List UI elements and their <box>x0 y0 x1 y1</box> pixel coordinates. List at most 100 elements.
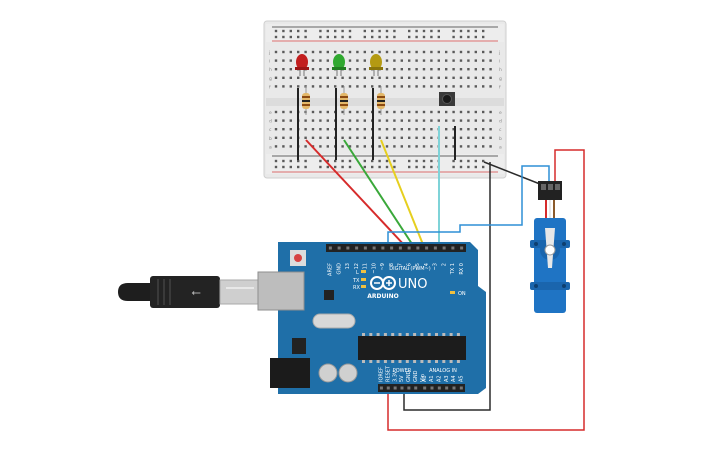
rail-hole[interactable] <box>297 165 300 169</box>
terminal-hole[interactable] <box>408 50 411 54</box>
terminal-hole[interactable] <box>385 85 389 88</box>
terminal-hole[interactable] <box>400 76 403 79</box>
terminal-hole[interactable] <box>385 50 389 54</box>
terminal-hole[interactable] <box>437 110 440 114</box>
rail-hole[interactable] <box>363 165 366 169</box>
terminal-hole[interactable] <box>282 136 285 139</box>
terminal-hole[interactable] <box>489 119 492 122</box>
rail-hole[interactable] <box>282 29 285 33</box>
terminal-hole[interactable] <box>489 76 492 79</box>
rail-hole[interactable] <box>385 29 389 33</box>
analog-pin[interactable] <box>430 386 434 390</box>
terminal-hole[interactable] <box>408 68 411 71</box>
digital-pin[interactable] <box>390 246 394 250</box>
rail-hole[interactable] <box>274 165 278 169</box>
terminal-hole[interactable] <box>489 128 492 131</box>
rail-hole[interactable] <box>319 35 322 39</box>
rail-hole[interactable] <box>282 165 285 169</box>
rail-hole[interactable] <box>371 29 374 33</box>
terminal-hole[interactable] <box>371 76 374 79</box>
terminal-hole[interactable] <box>341 76 344 79</box>
terminal-hole[interactable] <box>341 128 344 131</box>
rail-hole[interactable] <box>363 159 366 163</box>
terminal-hole[interactable] <box>311 59 315 62</box>
terminal-hole[interactable] <box>489 145 492 148</box>
terminal-hole[interactable] <box>326 145 329 148</box>
terminal-hole[interactable] <box>445 85 448 88</box>
wire-green-led[interactable] <box>343 139 415 248</box>
terminal-hole[interactable] <box>430 59 433 62</box>
rail-hole[interactable] <box>482 35 485 39</box>
terminal-hole[interactable] <box>467 68 470 71</box>
rail-hole[interactable] <box>467 29 470 33</box>
terminal-hole[interactable] <box>474 59 477 62</box>
rail-hole[interactable] <box>274 35 278 39</box>
terminal-hole[interactable] <box>289 50 292 54</box>
rail-hole[interactable] <box>415 29 418 33</box>
terminal-hole[interactable] <box>467 50 470 54</box>
rail-hole[interactable] <box>274 159 278 163</box>
power-pin[interactable] <box>393 386 397 390</box>
rail-hole[interactable] <box>319 29 322 33</box>
terminal-hole[interactable] <box>311 110 315 114</box>
terminal-hole[interactable] <box>363 110 366 114</box>
rail-hole[interactable] <box>334 159 337 163</box>
terminal-hole[interactable] <box>326 50 329 54</box>
terminal-hole[interactable] <box>467 76 470 79</box>
terminal-hole[interactable] <box>356 68 359 71</box>
rail-hole[interactable] <box>304 159 307 163</box>
terminal-hole[interactable] <box>415 76 418 79</box>
rail-hole[interactable] <box>459 35 463 39</box>
terminal-hole[interactable] <box>282 59 285 62</box>
terminal-hole[interactable] <box>422 145 426 148</box>
terminal-hole[interactable] <box>319 128 322 131</box>
terminal-hole[interactable] <box>289 136 292 139</box>
rail-hole[interactable] <box>474 35 477 39</box>
terminal-hole[interactable] <box>408 119 411 122</box>
terminal-hole[interactable] <box>437 50 440 54</box>
digital-pin[interactable] <box>460 246 464 250</box>
terminal-hole[interactable] <box>363 85 366 88</box>
digital-pin[interactable] <box>433 246 437 250</box>
analog-pin[interactable] <box>423 386 427 390</box>
terminal-hole[interactable] <box>422 76 426 79</box>
servo-motor[interactable] <box>530 181 570 313</box>
terminal-hole[interactable] <box>326 76 329 79</box>
terminal-hole[interactable] <box>415 128 418 131</box>
terminal-hole[interactable] <box>311 119 315 122</box>
terminal-hole[interactable] <box>334 85 337 88</box>
terminal-hole[interactable] <box>489 59 492 62</box>
terminal-hole[interactable] <box>348 50 352 54</box>
rail-hole[interactable] <box>408 165 411 169</box>
power-pin[interactable] <box>386 386 390 390</box>
terminal-hole[interactable] <box>393 68 396 71</box>
terminal-hole[interactable] <box>482 68 485 71</box>
terminal-hole[interactable] <box>482 50 485 54</box>
terminal-hole[interactable] <box>482 119 485 122</box>
green-led[interactable] <box>332 54 346 76</box>
terminal-hole[interactable] <box>489 110 492 114</box>
digital-pin[interactable] <box>451 246 455 250</box>
terminal-hole[interactable] <box>356 145 359 148</box>
terminal-hole[interactable] <box>459 136 463 139</box>
terminal-hole[interactable] <box>356 76 359 79</box>
terminal-hole[interactable] <box>297 50 300 54</box>
terminal-hole[interactable] <box>459 119 463 122</box>
terminal-hole[interactable] <box>334 50 337 54</box>
rail-hole[interactable] <box>348 165 352 169</box>
rail-hole[interactable] <box>371 159 374 163</box>
terminal-hole[interactable] <box>356 85 359 88</box>
digital-pin[interactable] <box>363 246 367 250</box>
terminal-hole[interactable] <box>422 119 426 122</box>
terminal-hole[interactable] <box>385 128 389 131</box>
terminal-hole[interactable] <box>378 119 381 122</box>
terminal-hole[interactable] <box>363 59 366 62</box>
rail-hole[interactable] <box>430 159 433 163</box>
digital-pin[interactable] <box>328 246 332 250</box>
terminal-hole[interactable] <box>319 85 322 88</box>
terminal-hole[interactable] <box>274 145 278 148</box>
terminal-hole[interactable] <box>378 136 381 139</box>
digital-pin[interactable] <box>425 246 429 250</box>
terminal-hole[interactable] <box>489 50 492 54</box>
rail-hole[interactable] <box>334 29 337 33</box>
